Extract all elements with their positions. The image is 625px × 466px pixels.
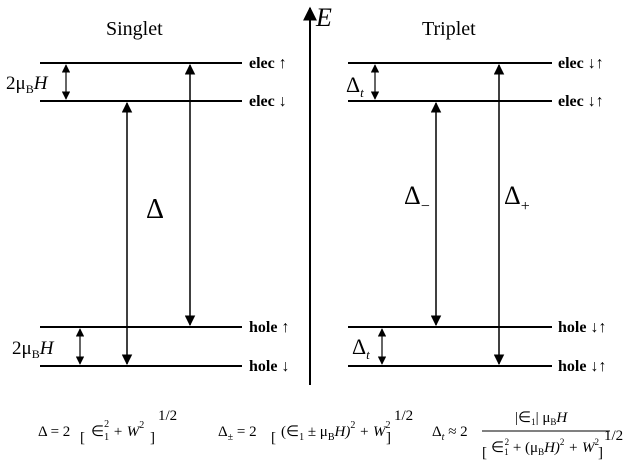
eq3-left-bracket: [ xyxy=(482,445,487,461)
triplet-split-bottom-label: Δt xyxy=(352,334,370,362)
singlet-zeeman-bottom-label: 2μBH xyxy=(12,338,55,361)
eq1-left-bracket: [ xyxy=(80,430,85,446)
triplet-gap-minus-label: Δ− xyxy=(404,181,430,215)
singlet-level-label-elec-up: elec ↑ xyxy=(249,55,287,72)
svg-text:1/2: 1/2 xyxy=(604,428,623,444)
triplet-gap-plus-label: Δ+ xyxy=(504,181,530,215)
eq1-right-bracket: ] xyxy=(150,430,155,446)
singlet-zeeman-top-label: 2μBH xyxy=(6,73,49,96)
eq2-left-bracket: [ xyxy=(271,430,276,446)
triplet-level-label-hole-top: hole ↓↑ xyxy=(558,319,606,336)
svg-text:(∈1 ± μBH)2 + W2: (∈1 ± μBH)2 + W2 xyxy=(281,420,390,443)
svg-text:1/2: 1/2 xyxy=(394,408,413,424)
triplet-split-top-label: Δt xyxy=(346,72,364,100)
triplet-title: Triplet xyxy=(422,18,476,40)
svg-text:1/2: 1/2 xyxy=(158,408,177,424)
singlet-gap-label: Δ xyxy=(146,194,164,225)
svg-text:Δt ≈ 2: Δt ≈ 2 xyxy=(432,424,468,443)
triplet-level-label-hole-bottom: hole ↓↑ xyxy=(558,358,606,375)
eq2-right-bracket: ] xyxy=(386,430,391,446)
svg-text:Δ± = 2: Δ± = 2 xyxy=(218,424,257,443)
triplet-level-label-elec-top: elec ↓↑ xyxy=(558,55,604,72)
singlet-title: Singlet xyxy=(106,18,163,40)
svg-text:Δ = 2: Δ = 2 xyxy=(38,424,70,440)
equation-singlet-gap: Δ = 2 [ ∈12 + W2 ] 1/2 xyxy=(38,408,177,446)
svg-text:∈12 + (μBH)2 + W2: ∈12 + (μBH)2 + W2 xyxy=(491,437,599,457)
singlet-level-label-hole-down: hole ↓ xyxy=(249,358,289,375)
energy-axis-label: E xyxy=(315,3,332,32)
singlet-level-label-hole-up: hole ↑ xyxy=(249,319,289,336)
singlet-level-label-elec-down: elec ↓ xyxy=(249,93,287,110)
triplet-level-label-elec-bottom: elec ↓↑ xyxy=(558,93,604,110)
equation-triplet-splitting: Δt ≈ 2 |∈1| μBH [ ∈12 + (μBH)2 + W2 ] 1/… xyxy=(432,410,623,461)
eq3-right-bracket: ] xyxy=(598,445,603,461)
svg-text:∈12 + W2: ∈12 + W2 xyxy=(91,419,144,443)
svg-text:|∈1| μBH: |∈1| μBH xyxy=(515,410,568,427)
equation-triplet-gap: Δ± = 2 [ (∈1 ± μBH)2 + W2 ] 1/2 xyxy=(218,408,413,446)
